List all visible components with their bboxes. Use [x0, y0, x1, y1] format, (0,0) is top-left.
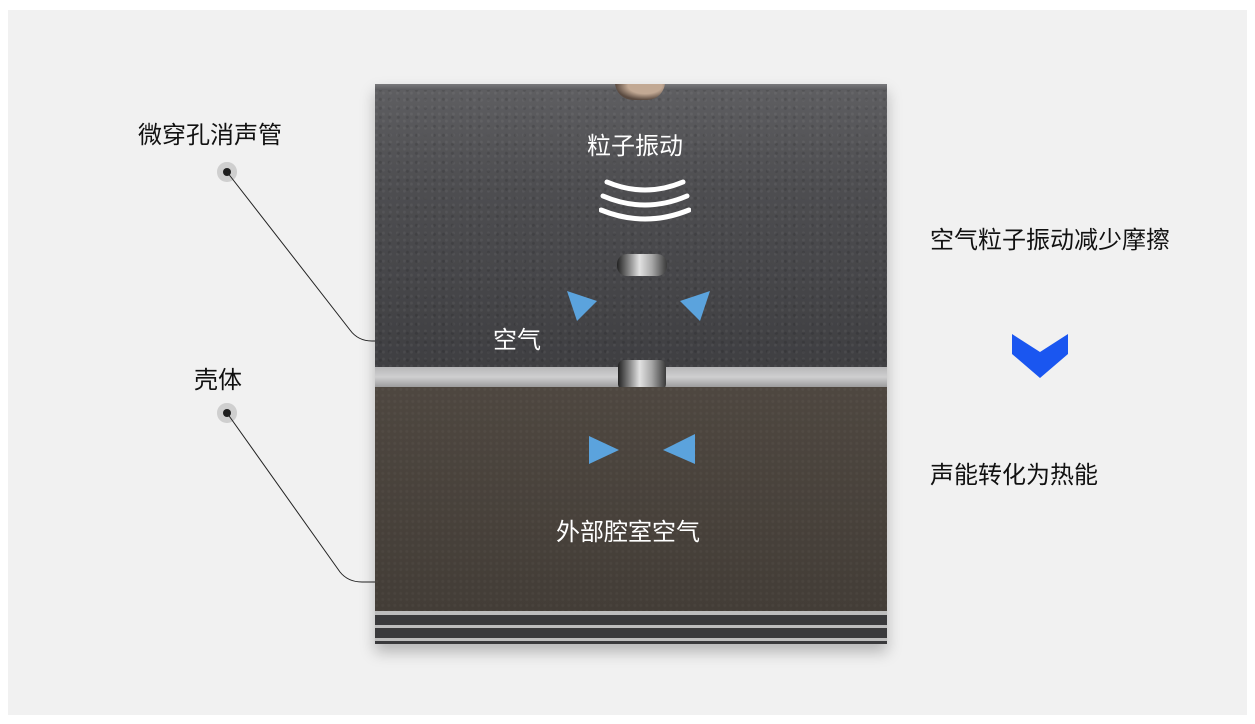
perforated-tube-section — [375, 84, 887, 367]
process-step-2: 声能转化为热能 — [930, 461, 1098, 489]
vibration-waves-icon — [599, 179, 691, 222]
triangle-arrow-icon-lower-left — [589, 436, 619, 464]
muffler-cross-section: 粒子振动 空气 外部腔室空气 — [375, 84, 887, 644]
triangle-arrow-icon-upper-left — [567, 291, 597, 321]
text-air: 空气 — [493, 326, 541, 354]
top-perforation-hole — [615, 84, 665, 100]
perforation-hole-wall — [618, 360, 666, 390]
triangle-arrow-icon-upper-right — [680, 291, 710, 321]
process-step-1: 空气粒子振动减少摩擦 — [930, 226, 1170, 254]
callout-line-shell — [226, 412, 412, 583]
shell-bottom-layers — [375, 611, 887, 644]
triangle-arrow-icon-lower-right — [663, 434, 695, 464]
label-micro-perforated-tube: 微穿孔消声管 — [138, 121, 282, 149]
text-particle-vibration: 粒子振动 — [587, 132, 683, 160]
callout-line-tube — [226, 171, 412, 342]
perforation-hole-upper — [617, 254, 667, 276]
chevron-down-icon — [1012, 334, 1068, 378]
shell-cavity-section — [375, 387, 887, 611]
text-outer-cavity-air: 外部腔室空气 — [556, 518, 700, 546]
label-shell: 壳体 — [194, 366, 242, 394]
